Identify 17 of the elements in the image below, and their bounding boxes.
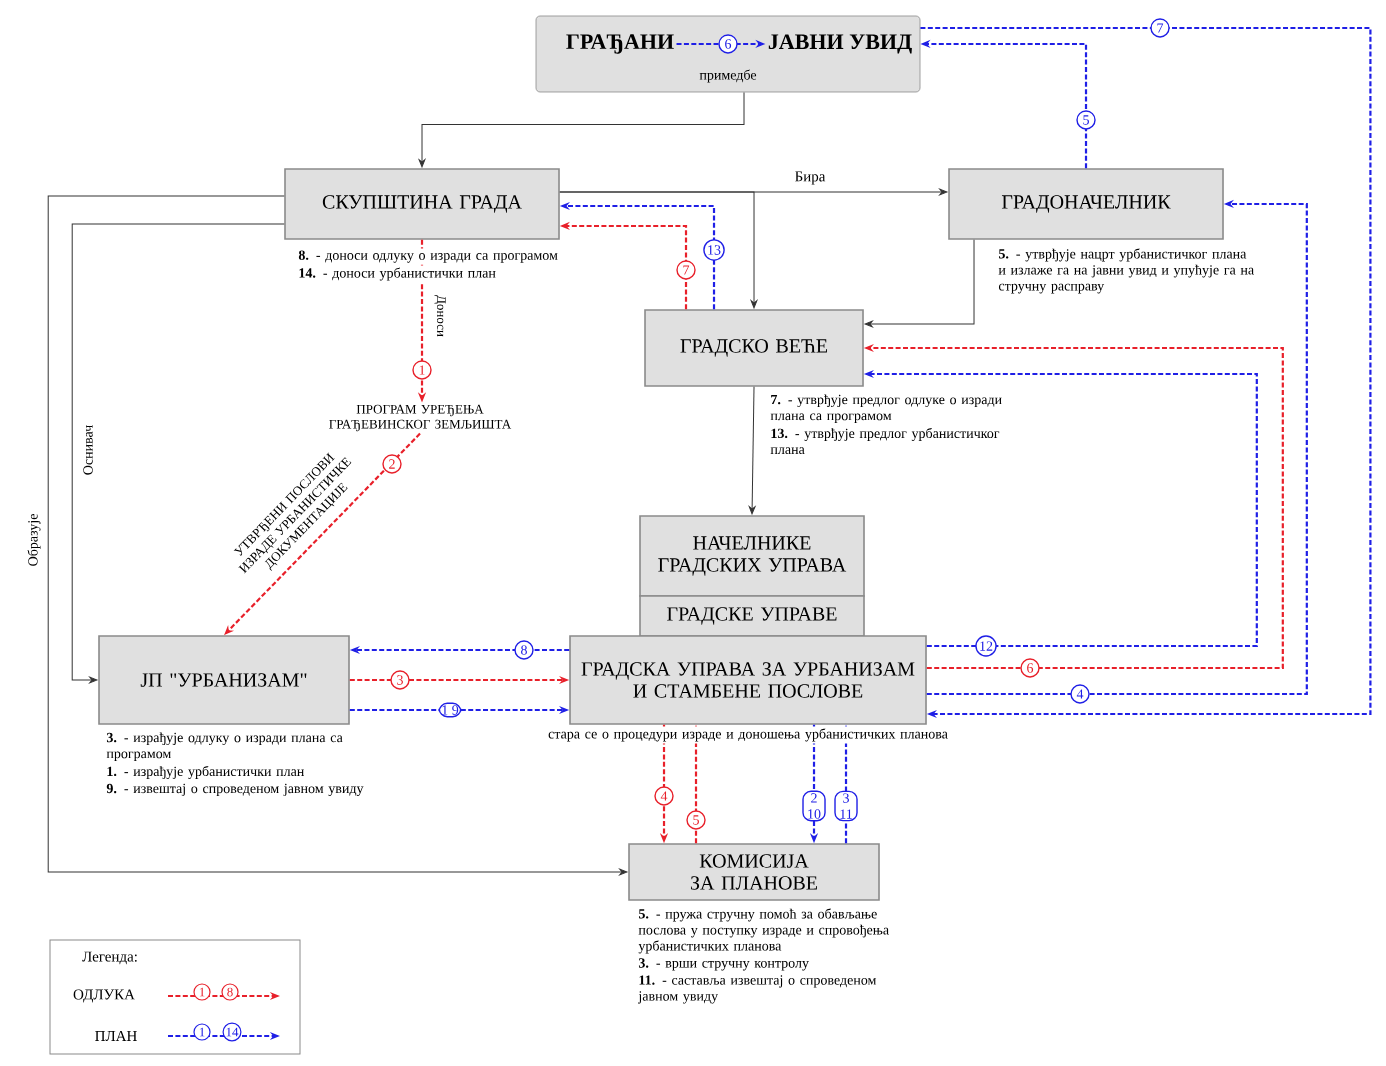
process-box: НАЧЕЛНИКЕ ГРАДСКИХ УПРАВА xyxy=(639,515,865,597)
arrow xyxy=(418,91,745,168)
process-box: СКУПШТИНА ГРАДА xyxy=(284,168,560,240)
process-box: ГРАДСКЕ УПРАВЕ xyxy=(639,595,865,637)
arrow xyxy=(47,195,628,876)
arrow xyxy=(71,223,285,684)
process-box: ЈП "УРБАНИЗАМ" xyxy=(98,635,350,725)
node-label: ЈАВНИ УВИД xyxy=(768,34,912,54)
arrow xyxy=(748,386,756,515)
arrow xyxy=(920,26,1372,719)
arrow xyxy=(559,191,758,309)
process-box: ГРАДОНАЧЕЛНИК xyxy=(948,168,1224,240)
process-box: ГРАДСКО ВЕЋЕ xyxy=(644,309,864,387)
arrow xyxy=(864,239,975,328)
node-label: ГРАЂАНИ xyxy=(566,34,674,54)
group-box xyxy=(535,15,921,93)
process-box: КОМИСИЈА ЗА ПЛАНОВЕ xyxy=(628,843,880,901)
